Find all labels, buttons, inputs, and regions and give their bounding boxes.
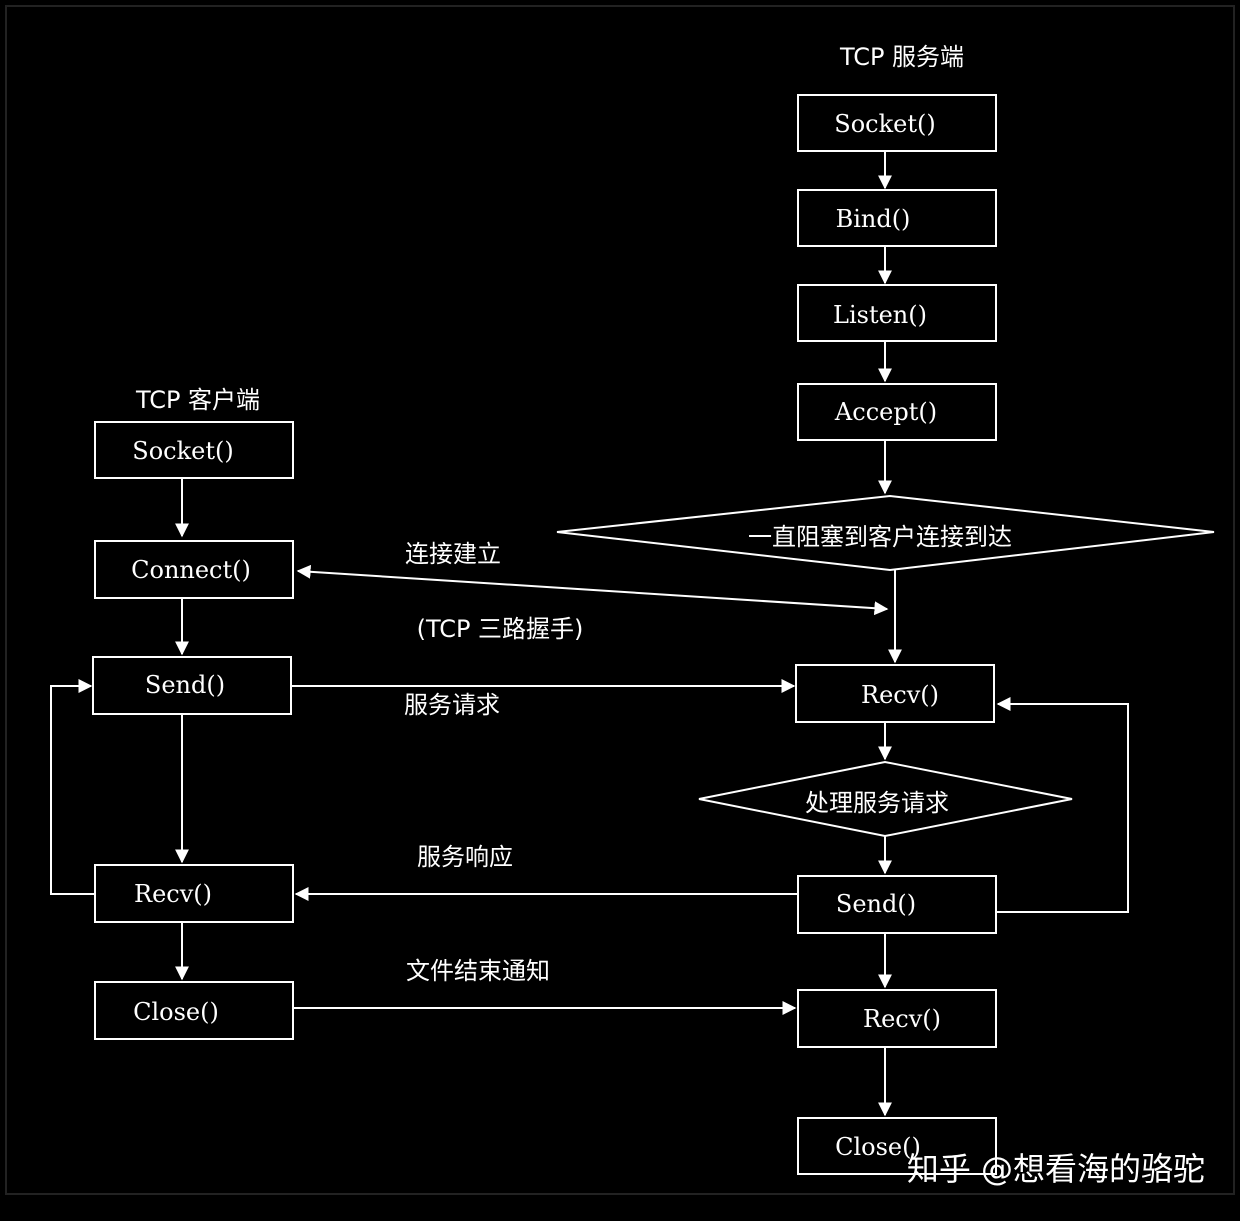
server-accept-box: Accept() [797,383,997,441]
msg-connect-label: 连接建立 [405,540,501,568]
outer-frame [5,5,1235,1195]
client-title: TCP 客户端 [135,386,260,414]
arrow-connection-handshake [296,564,889,616]
server-close-box: Close() [797,1117,997,1175]
server-close-label: Close() [835,1133,921,1161]
server-block-diamond: 一直阻塞到客户连接到达 [556,494,1215,572]
server-listen-box: Listen() [797,284,997,342]
msg-handshake-label: (TCP 三路握手) [417,615,584,643]
server-block-label: 一直阻塞到客户连接到达 [748,523,1012,551]
server-socket-label: Socket() [834,110,935,138]
server-recv2-box: Recv() [797,989,997,1048]
server-bind-label: Bind() [836,205,911,233]
server-listen-label: Listen() [833,301,927,329]
msg-eof-label: 文件结束通知 [406,957,550,985]
client-connect-label: Connect() [131,556,251,584]
client-recv-box: Recv() [94,864,294,923]
server-socket-box: Socket() [797,94,997,152]
server-recv2-label: Recv() [863,1005,941,1033]
msg-response-label: 服务响应 [417,843,513,871]
server-process-diamond: 处理服务请求 [698,760,1073,838]
client-recv-label: Recv() [134,880,212,908]
client-send-label: Send() [145,671,225,699]
server-accept-label: Accept() [834,398,937,426]
server-title: TCP 服务端 [839,43,964,71]
client-send-box: Send() [92,656,292,715]
server-send-label: Send() [836,890,916,918]
arrow-recv-loop-send [50,679,95,895]
client-connect-box: Connect() [94,540,294,599]
watermark: 知乎 @想看海的骆驼 [907,1150,1205,1188]
server-process-label: 处理服务请求 [805,789,949,817]
server-recv1-box: Recv() [795,664,995,723]
msg-request-label: 服务请求 [404,691,500,719]
server-recv1-label: Recv() [861,681,939,709]
client-socket-label: Socket() [132,437,233,465]
server-bind-box: Bind() [797,189,997,247]
client-close-label: Close() [133,998,219,1026]
client-close-box: Close() [94,981,294,1040]
arrow-send-loop-recv [996,697,1129,913]
server-send-box: Send() [797,875,997,934]
client-socket-box: Socket() [94,421,294,479]
